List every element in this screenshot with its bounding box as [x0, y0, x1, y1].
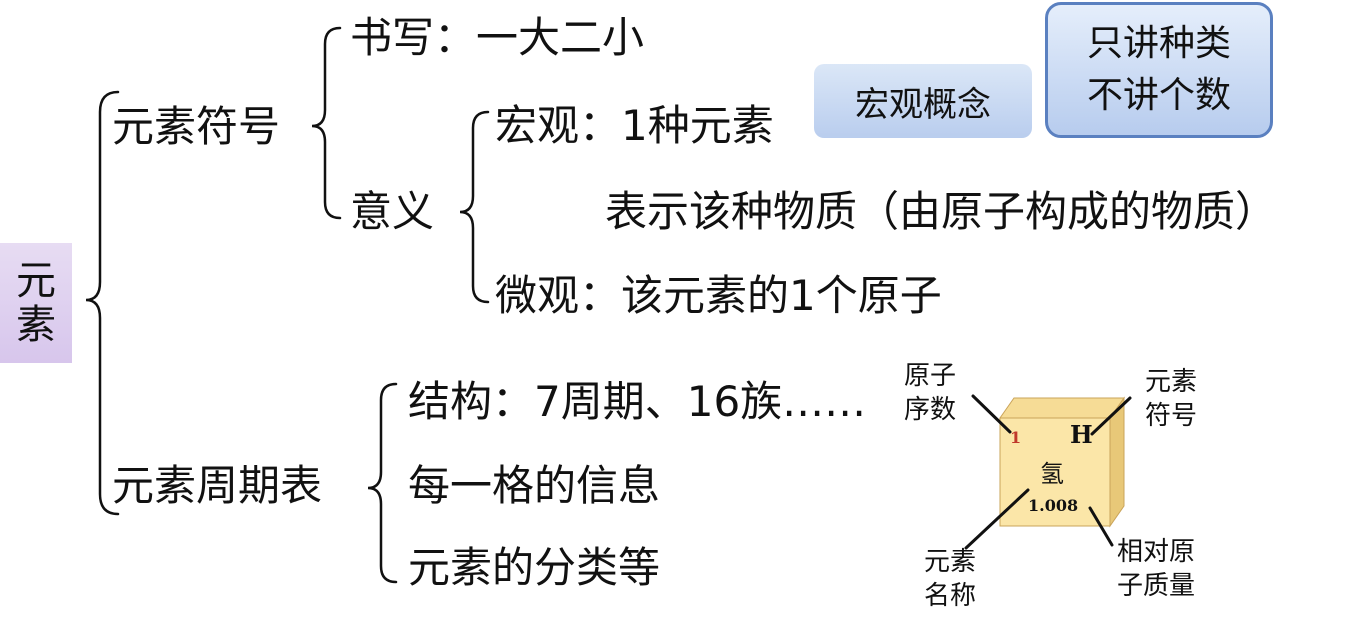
brace-main — [85, 90, 120, 516]
brace-table — [367, 382, 398, 584]
badge-macro-concept-text: 宏观概念 — [855, 84, 991, 125]
cell-symbol: H — [1070, 420, 1093, 449]
badge-kind-line1: 只讲种类 — [1086, 23, 1231, 64]
label-symbol-l1: 元素 — [1145, 367, 1198, 397]
writing-rule: 书写：一大二小 — [350, 13, 645, 62]
pointer-atomic-number — [971, 394, 1012, 434]
pointer-name — [964, 488, 1030, 550]
label-atomic-number-l1: 原子 — [904, 361, 957, 391]
meaning-micro: 微观：该元素的1个原子 — [495, 271, 942, 320]
badge-kind-not-count: 只讲种类 不讲个数 — [1045, 2, 1273, 138]
meaning-substance: 表示该种物质（由原子构成的物质） — [605, 187, 1278, 236]
cell-atomic-number: 1 — [1010, 428, 1022, 447]
root-label-line1: 元 — [16, 258, 56, 304]
table-structure: 结构：7周期、16族…… — [408, 377, 867, 426]
cell-name: 氢 — [1040, 460, 1064, 488]
root-label-line2: 素 — [16, 302, 56, 348]
branch-table-label: 元素周期表 — [112, 461, 323, 510]
cell-mass: 1.008 — [1028, 496, 1079, 515]
label-mass-l2: 子质量 — [1117, 571, 1196, 601]
label-mass-l1: 相对原 — [1117, 537, 1196, 567]
table-classification: 元素的分类等 — [408, 543, 661, 592]
meaning-label: 意义 — [350, 187, 435, 236]
cube-side — [1109, 396, 1125, 528]
table-cell-info: 每一格的信息 — [408, 461, 661, 510]
badge-macro-concept: 宏观概念 — [814, 64, 1032, 138]
brace-symbol — [311, 26, 342, 220]
pointer-mass — [1088, 506, 1114, 547]
badge-kind-line2: 不讲个数 — [1086, 75, 1231, 116]
label-atomic-number-l2: 序数 — [904, 395, 957, 425]
label-name-l2: 名称 — [924, 581, 977, 611]
label-symbol-l2: 符号 — [1145, 401, 1198, 431]
branch-symbol-label: 元素符号 — [112, 102, 281, 151]
cube-top — [999, 397, 1125, 419]
brace-meaning — [459, 110, 490, 304]
root-node: 元 素 — [0, 243, 72, 363]
label-name-l1: 元素 — [924, 547, 977, 577]
pointer-symbol — [1090, 396, 1132, 436]
meaning-macro: 宏观：1种元素 — [495, 101, 774, 150]
